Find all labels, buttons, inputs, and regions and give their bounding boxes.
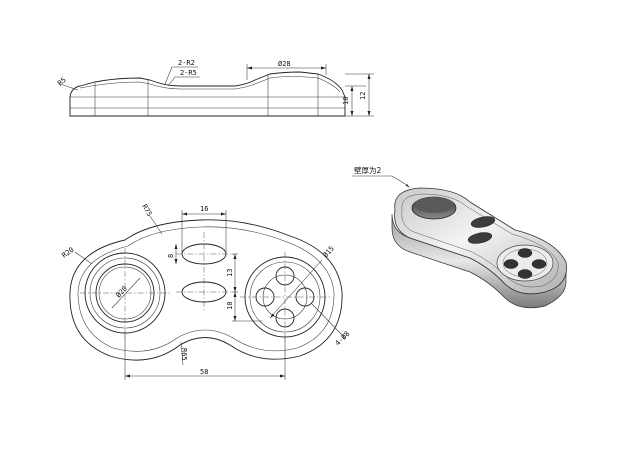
wall-thickness-note: 壁厚为2 — [354, 165, 381, 175]
dia8-leader — [310, 302, 346, 339]
l58-label: 58 — [200, 368, 208, 376]
r75-label: R75 — [140, 203, 153, 218]
iso-slot-2 — [467, 232, 493, 244]
r75-leader — [149, 215, 163, 235]
w16-arrows — [182, 212, 226, 216]
dia28-label: Ø28 — [278, 60, 291, 68]
dia20-label: Ø20 — [115, 285, 129, 300]
h8-label: 8 — [167, 254, 175, 258]
front-view-top-edge — [79, 76, 341, 93]
r5-left-leader — [59, 83, 79, 91]
s13-label: 13 — [226, 269, 234, 277]
top-view: Ø20 16 8 13 10 — [61, 203, 352, 380]
r65-leader — [180, 341, 184, 366]
isometric-view: 壁厚为2 — [352, 165, 567, 309]
r5-label: 2-R5 — [180, 69, 197, 77]
r5-left-label: R5 — [56, 76, 68, 88]
right-boss-step — [249, 261, 321, 333]
r65-label: R65 — [180, 348, 188, 361]
front-view: Ø28 2-R2 2-R5 R5 10 12 — [56, 59, 374, 117]
r20-leader — [74, 251, 93, 265]
w16-label: 16 — [200, 205, 208, 213]
dia15-label: Ø15 — [322, 245, 336, 260]
wall-note-leader — [352, 175, 406, 185]
iso-slot-1 — [470, 216, 496, 228]
top-view-inner-outline — [77, 226, 335, 352]
iso-button-hole-2 — [503, 259, 519, 269]
iso-button-hole-3 — [531, 259, 547, 269]
left-boss-step — [89, 257, 161, 329]
h10-label: 10 — [342, 97, 350, 105]
iso-inner-rim — [401, 193, 559, 288]
height-arrows — [350, 74, 371, 116]
s10-label: 10 — [226, 302, 234, 310]
dia15-arrow — [270, 313, 275, 318]
front-view-outline — [69, 71, 346, 117]
iso-button-boss — [496, 244, 554, 282]
top-view-outer-outline — [69, 219, 343, 361]
wall-note-arrow — [405, 184, 410, 188]
dia8-label: 4-Ø8 — [334, 330, 352, 348]
r5-leader — [167, 76, 176, 87]
dia20-leader — [111, 277, 141, 309]
h12-label: 12 — [359, 92, 367, 100]
iso-big-hole-depth — [414, 197, 454, 213]
r2-label: 2-R2 — [178, 59, 195, 67]
h8-arrows — [174, 244, 178, 264]
iso-button-hole-1 — [517, 248, 533, 258]
r20-label: R20 — [61, 246, 76, 260]
r2-leader — [164, 66, 173, 85]
dia15-leader — [269, 259, 323, 319]
iso-button-hole-4 — [517, 269, 533, 279]
